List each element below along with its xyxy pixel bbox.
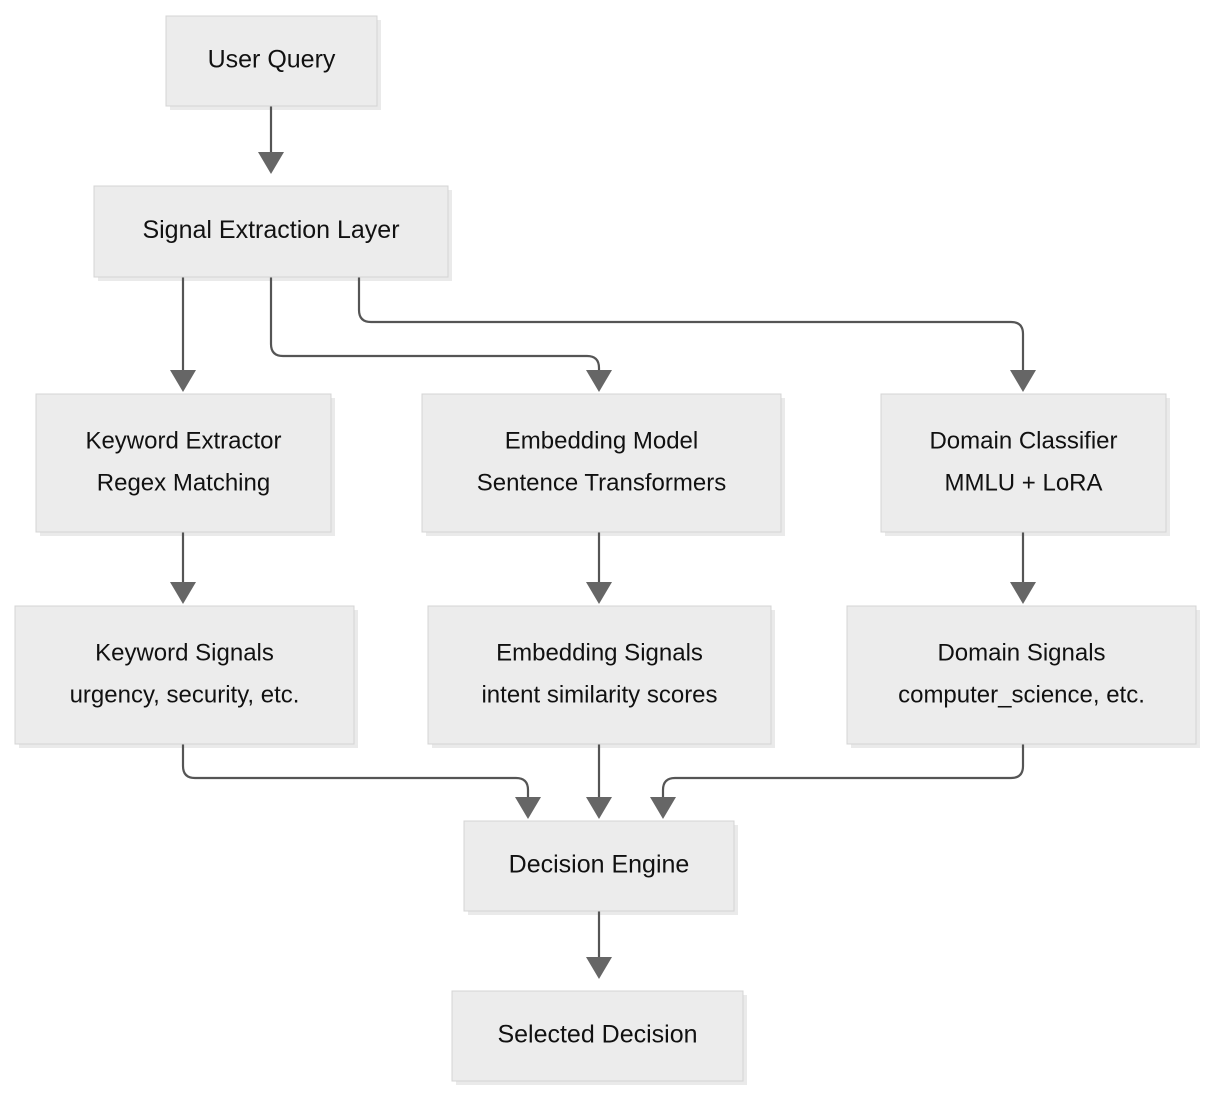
node-label-domain_classifier-line-0: Domain Classifier [929,427,1117,454]
node-label-decision_engine-line-0: Decision Engine [509,851,690,879]
node-signal_extraction[interactable]: Signal Extraction Layer [93,185,449,278]
node-label-keyword_signals-line-1: urgency, security, etc. [70,681,300,708]
node-embedding_signals[interactable]: Embedding Signals intent similarity score… [427,605,772,745]
node-label-domain_classifier-line-1: MMLU + LoRA [944,469,1102,496]
node-box-domain_classifier [880,393,1167,533]
arrowhead-icon-e8 [515,797,541,819]
node-label-keyword_extractor-line-1: Regex Matching [97,469,270,496]
node-box-domain_signals [846,605,1197,745]
node-decision_engine[interactable]: Decision Engine [463,820,735,912]
arrowhead-icon-e10 [650,797,676,819]
edge-domain_signals-to-decision_engine [661,744,1025,797]
node-user_query[interactable]: User Query [165,15,378,107]
arrowhead-icon-e11 [586,957,612,979]
edge-layer [181,106,1025,957]
arrowhead-icon-e1 [258,152,284,174]
arrowhead-icon-e3 [586,370,612,392]
node-box-keyword_signals [14,605,355,745]
node-label-domain_signals-line-0: Domain Signals [937,639,1105,666]
node-label-keyword_signals-line-0: Keyword Signals [95,639,274,666]
edge-signal_extraction-to-embedding_model [269,277,601,370]
node-label-embedding_model-line-0: Embedding Model [505,427,698,454]
node-selected_decision[interactable]: Selected Decision [451,990,744,1082]
node-box-keyword_extractor [35,393,332,533]
arrowhead-icon-e2 [170,370,196,392]
node-keyword_signals[interactable]: Keyword Signals urgency, security, etc. [14,605,355,745]
node-box-selected_decision [451,990,744,1082]
node-label-embedding_signals-line-1: intent similarity scores [481,681,717,708]
node-box-user_query [165,15,378,107]
edge-signal_extraction-to-domain_classifier [357,277,1025,370]
node-label-embedding_signals-line-0: Embedding Signals [496,639,703,666]
node-label-user_query-line-0: User Query [208,46,336,74]
node-box-embedding_model [421,393,782,533]
arrowhead-icon-e5 [170,582,196,604]
node-domain_signals[interactable]: Domain Signals computer_science, etc. [846,605,1197,745]
node-label-selected_decision-line-0: Selected Decision [497,1021,697,1049]
arrowhead-icon-e7 [1010,582,1036,604]
node-label-signal_extraction-line-0: Signal Extraction Layer [142,216,399,244]
node-label-keyword_extractor-line-0: Keyword Extractor [85,427,281,454]
node-box-embedding_signals [427,605,772,745]
arrowhead-icon-e6 [586,582,612,604]
arrowhead-icon-e9 [586,797,612,819]
node-box-decision_engine [463,820,735,912]
node-label-embedding_model-line-1: Sentence Transformers [477,469,726,496]
node-label-domain_signals-line-1: computer_science, etc. [898,681,1145,708]
node-box-signal_extraction [93,185,449,278]
arrowhead-icon-e4 [1010,370,1036,392]
arrowhead-layer [170,152,1036,979]
edge-keyword_signals-to-decision_engine [181,744,530,797]
